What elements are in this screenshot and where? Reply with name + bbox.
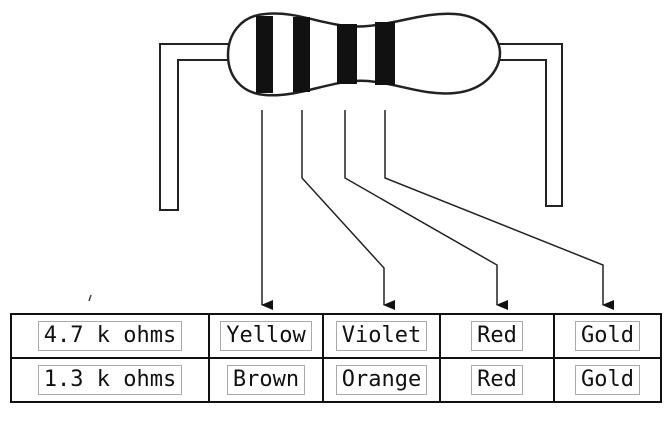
band-1-color: Yellow <box>220 321 312 351</box>
resistance-cell: 4.7 k ohms <box>10 313 210 359</box>
table-row: 1.3 k ohms Brown Orange Red Gold <box>10 357 662 403</box>
band-3-color: Red <box>471 365 523 395</box>
band-1-cell: Yellow <box>208 313 324 359</box>
arrow-band-2 <box>301 110 395 310</box>
band-3 <box>337 24 357 84</box>
band-4-color: Gold <box>575 321 640 351</box>
right-lead <box>495 43 563 207</box>
band-2 <box>293 17 310 92</box>
band-1-color: Brown <box>226 365 306 395</box>
band-4-cell: Gold <box>553 357 662 403</box>
resistance-cell: 1.3 k ohms <box>10 357 210 403</box>
band-3-cell: Red <box>439 313 555 359</box>
arrow-band-4 <box>384 110 614 310</box>
band-4-cell: Gold <box>553 313 662 359</box>
band-4 <box>375 22 395 85</box>
arrow-band-3 <box>344 110 508 310</box>
table-row: 4.7 k ohms Yellow Violet Red Gold <box>10 313 662 359</box>
left-lead <box>159 43 231 211</box>
band-1-cell: Brown <box>208 357 324 403</box>
band-2-color: Violet <box>335 321 428 351</box>
resistance-value: 4.7 k ohms <box>37 321 183 351</box>
band-3-cell: Red <box>439 357 555 403</box>
stray-mark <box>88 294 92 302</box>
band-3-color: Red <box>471 321 523 351</box>
color-code-table: 4.7 k ohms Yellow Violet Red Gold 1.3 k … <box>10 313 662 403</box>
band-1 <box>256 16 273 93</box>
band-2-cell: Orange <box>322 357 441 403</box>
band-4-color: Gold <box>575 365 640 395</box>
band-2-cell: Violet <box>322 313 441 359</box>
band-2-color: Orange <box>335 365 428 395</box>
resistance-value: 1.3 k ohms <box>37 365 183 395</box>
